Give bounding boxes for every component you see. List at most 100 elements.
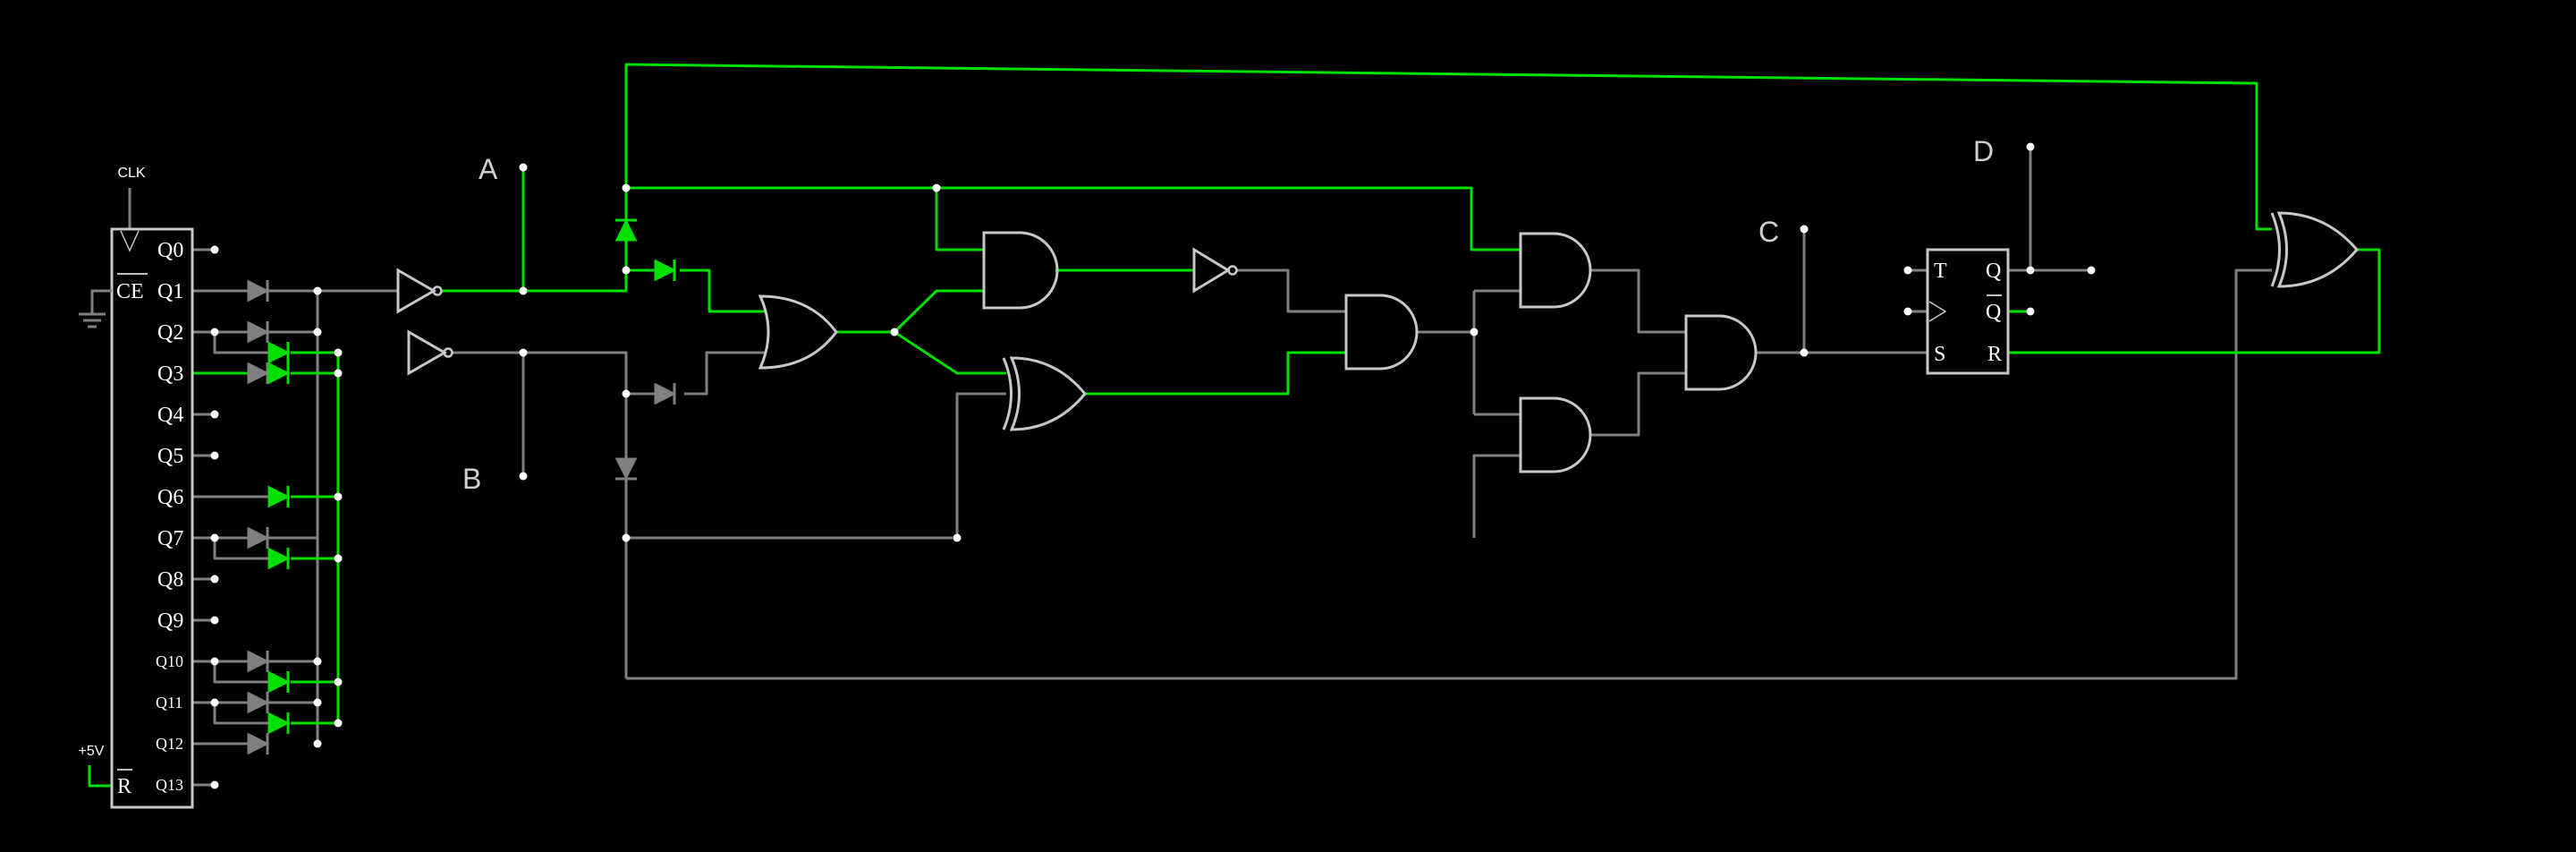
node-d-label: D bbox=[1973, 135, 1994, 167]
xor-gate-2-icon bbox=[2270, 211, 2359, 288]
counter-ic: CLK CE R +5V Q0Q1Q2Q3Q4Q5Q6Q7Q8Q9Q10Q11Q… bbox=[79, 166, 194, 809]
junction-dot bbox=[210, 245, 219, 254]
junction-dot bbox=[313, 739, 322, 748]
junction-dot bbox=[890, 328, 899, 337]
diode-icon bbox=[247, 320, 270, 344]
diode-icon bbox=[247, 526, 270, 550]
junction-dot bbox=[519, 348, 528, 357]
junction-dot bbox=[622, 389, 631, 398]
wire-and34-to-and5 bbox=[1590, 268, 1686, 437]
junction-dot bbox=[1470, 328, 1479, 337]
counter-output-label-q7: Q7 bbox=[157, 527, 183, 550]
counter-output-label-q2: Q2 bbox=[157, 321, 183, 345]
counter-output-label-q9: Q9 bbox=[157, 609, 183, 633]
junction-dot bbox=[334, 719, 343, 728]
junction-dot bbox=[210, 533, 219, 542]
and-gate-2-icon bbox=[1344, 294, 1419, 371]
diode-icon bbox=[247, 650, 270, 673]
ff-r-label: R bbox=[1987, 343, 2002, 366]
junction-dot bbox=[210, 616, 219, 625]
junction-dot bbox=[313, 698, 322, 707]
junction-dot bbox=[953, 533, 962, 542]
wire-ff-stubs bbox=[1908, 147, 2091, 313]
junction-dot bbox=[313, 328, 322, 337]
node-b-label: B bbox=[462, 463, 481, 495]
and-gate-5-icon bbox=[1684, 314, 1758, 391]
inverter-mid-triangle-icon bbox=[1192, 247, 1231, 294]
ff-q-label: Q bbox=[1986, 260, 2001, 283]
junction-dot bbox=[334, 677, 343, 686]
junction-dot bbox=[2087, 266, 2096, 275]
counter-output-label-q1: Q1 bbox=[157, 280, 183, 303]
xor-gate-1-icon bbox=[1002, 356, 1087, 431]
wire-not-to-and2 bbox=[1236, 268, 1346, 313]
inverter-b bbox=[407, 329, 453, 376]
diode-icon bbox=[247, 732, 270, 755]
counter-output-label-q3: Q3 bbox=[157, 362, 183, 386]
junction-dot bbox=[2026, 307, 2035, 316]
wire-or-lower bbox=[626, 351, 765, 396]
wire-supply bbox=[88, 765, 112, 788]
counter-output-label-q13: Q13 bbox=[156, 776, 183, 794]
diode-icon bbox=[247, 279, 270, 302]
diode-icon bbox=[614, 218, 638, 242]
junction-dot bbox=[1903, 307, 1912, 316]
counter-output-label-q8: Q8 bbox=[157, 568, 183, 592]
junction-dot bbox=[210, 780, 219, 789]
diode-icon bbox=[614, 457, 638, 481]
flip-flop-clock-icon bbox=[1928, 301, 1947, 322]
junction-dot bbox=[519, 163, 528, 172]
junction-dot bbox=[622, 533, 631, 542]
inverter-a-triangle-icon bbox=[396, 268, 437, 314]
wire-top-bus bbox=[626, 186, 1521, 251]
counter-output-label-q12: Q12 bbox=[156, 735, 183, 753]
counter-body bbox=[110, 227, 194, 809]
diode-icon bbox=[267, 362, 291, 385]
junction-dot bbox=[334, 554, 343, 563]
junction-dot bbox=[519, 286, 528, 295]
ff-s-label: S bbox=[1934, 343, 1945, 366]
junction-dot bbox=[519, 472, 528, 481]
wire-q1-bus bbox=[316, 289, 398, 744]
wire-xor1-lower bbox=[955, 392, 1006, 538]
node-c-label: C bbox=[1758, 216, 1779, 248]
wire-diode-branches bbox=[213, 330, 318, 746]
diode-icon bbox=[267, 711, 291, 735]
junction-dot bbox=[334, 348, 343, 357]
diode-icon bbox=[654, 259, 677, 282]
junction-dot bbox=[210, 328, 219, 337]
diode-icon bbox=[654, 382, 677, 405]
junction-dot bbox=[622, 183, 631, 192]
ff-t-label: T bbox=[1934, 260, 1947, 283]
counter-output-label-q5: Q5 bbox=[157, 445, 183, 468]
diode-icon bbox=[247, 691, 270, 714]
and-gate-3-icon bbox=[1519, 232, 1592, 309]
junction-dot bbox=[313, 657, 322, 666]
junction-dot bbox=[210, 698, 219, 707]
wire-diode-to-or bbox=[626, 268, 765, 313]
clock-triangle-icon bbox=[120, 230, 140, 252]
and-gate-1-icon bbox=[982, 231, 1059, 310]
wire-top-loop bbox=[624, 63, 2272, 231]
wire-or-out bbox=[836, 289, 1006, 375]
inverter-b-bubble-icon bbox=[443, 347, 453, 358]
inverter-a bbox=[396, 268, 443, 314]
counter-output-label-q10: Q10 bbox=[156, 652, 183, 670]
junction-dot bbox=[210, 410, 219, 419]
clk-label: CLK bbox=[117, 166, 145, 181]
junction-dot bbox=[622, 266, 631, 275]
counter-output-label-q11: Q11 bbox=[156, 694, 182, 711]
counter-output-label-q0: Q0 bbox=[157, 239, 183, 262]
inverter-mid bbox=[1192, 247, 1238, 294]
inactive-wires bbox=[128, 147, 2272, 787]
junction-dot bbox=[2026, 142, 2035, 151]
junction-dot bbox=[1903, 266, 1912, 275]
junction-dot bbox=[1800, 225, 1809, 234]
inverter-b-triangle-icon bbox=[407, 329, 448, 376]
diode-icon bbox=[267, 547, 291, 570]
inverter-mid-bubble-icon bbox=[1227, 265, 1238, 276]
counter-output-label-q6: Q6 bbox=[157, 486, 183, 509]
or-gate-icon bbox=[758, 294, 838, 370]
